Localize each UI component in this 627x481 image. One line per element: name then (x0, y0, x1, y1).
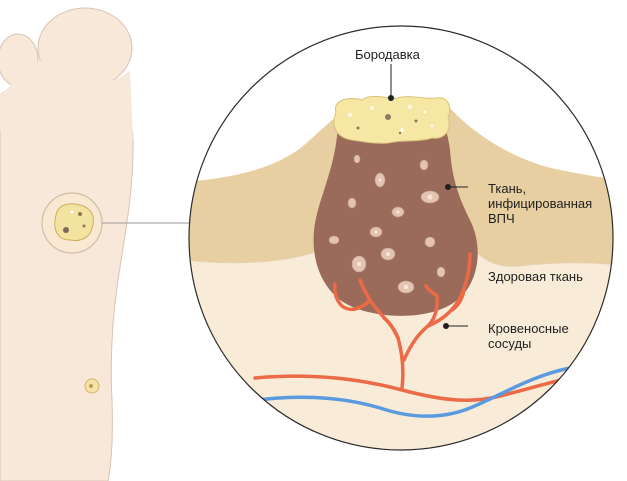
label-infected-line3: ВПЧ (488, 211, 515, 226)
label-infected-line1: Ткань, (488, 181, 527, 196)
wart-spot-on-sole (41, 192, 103, 254)
label-infected-line2: инфицированная (488, 196, 593, 211)
label-healthy-tissue: Здоровая ткань (488, 269, 583, 284)
label-wart: Бородавка (355, 47, 420, 62)
wart-cap (333, 95, 451, 144)
label-vessels-line2: сосуды (488, 336, 532, 351)
small-wart-heel (84, 378, 100, 394)
magnifier-outline (188, 25, 614, 451)
leaders (388, 64, 468, 329)
label-blood-vessels: Кровеносные сосуды (488, 321, 569, 351)
label-infected-tissue: Ткань, инфицированная ВПЧ (488, 181, 592, 226)
foot-sole (0, 7, 134, 481)
label-vessels-line1: Кровеносные (488, 321, 569, 336)
magnified-view (189, 26, 613, 450)
